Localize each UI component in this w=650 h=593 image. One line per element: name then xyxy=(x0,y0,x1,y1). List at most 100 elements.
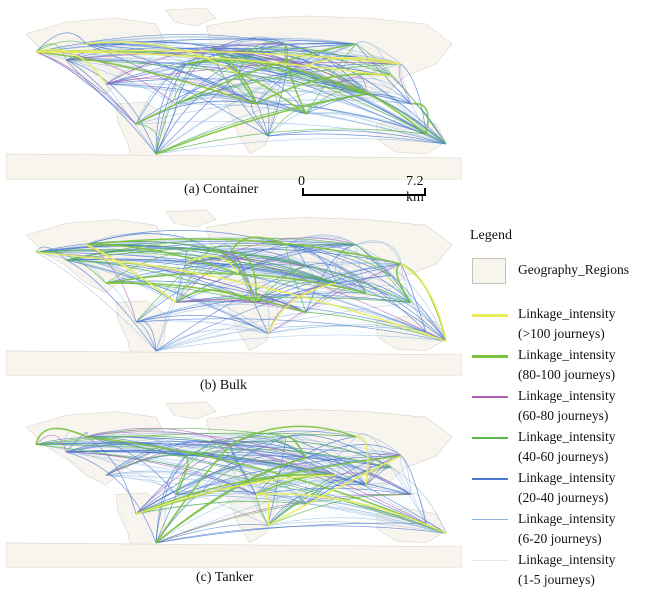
route-line xyxy=(365,292,427,332)
route-line xyxy=(135,123,159,155)
route-line xyxy=(230,252,412,303)
legend-line-swatch xyxy=(472,560,508,561)
route-line xyxy=(175,63,402,105)
route-line xyxy=(230,236,287,253)
legend-line-swatch xyxy=(472,437,508,439)
legend-range: (>100 journeys) xyxy=(518,326,605,341)
route-line xyxy=(237,465,412,495)
route-line xyxy=(155,455,187,543)
route-line xyxy=(105,441,212,476)
route-line xyxy=(135,436,287,515)
route-line xyxy=(210,48,447,145)
route-line xyxy=(285,43,447,145)
route-line xyxy=(105,272,367,294)
route-line xyxy=(155,522,427,544)
route-line xyxy=(390,467,412,495)
route-line xyxy=(155,302,412,352)
legend-range: (80-100 journeys) xyxy=(518,367,616,382)
route-line xyxy=(135,457,307,515)
route-line xyxy=(35,40,87,53)
route-line xyxy=(105,83,412,105)
route-line xyxy=(285,244,307,313)
route-line xyxy=(355,244,412,303)
route-line xyxy=(285,43,367,95)
route-line xyxy=(65,451,447,534)
caption-bulk: (b) Bulk xyxy=(200,378,248,393)
route-line xyxy=(230,248,337,284)
route-line xyxy=(65,451,157,543)
route-line xyxy=(155,494,412,544)
route-line xyxy=(175,90,367,105)
route-line xyxy=(65,59,137,125)
route-line xyxy=(135,249,212,323)
legend-label: Linkage_intensity xyxy=(518,429,616,444)
route-line xyxy=(267,282,337,334)
route-line xyxy=(355,41,392,77)
legend-label: Linkage_intensity xyxy=(518,470,616,485)
route-line xyxy=(395,263,412,304)
route-line xyxy=(210,439,239,466)
route-line xyxy=(105,454,187,476)
route-line xyxy=(285,430,402,457)
route-line xyxy=(267,467,392,526)
route-line xyxy=(155,292,367,352)
route-line xyxy=(210,48,367,95)
route-line xyxy=(410,302,447,342)
scale-tick-left xyxy=(302,188,304,196)
route-line xyxy=(65,36,88,61)
route-line xyxy=(35,427,87,445)
route-line xyxy=(230,47,392,77)
route-line xyxy=(267,474,337,526)
route-line xyxy=(85,37,287,45)
continent-shape xyxy=(165,401,217,420)
route-line xyxy=(135,501,307,515)
route-line xyxy=(255,103,427,135)
legend-item-regions: Geography_Regions xyxy=(470,258,648,288)
route-line xyxy=(230,444,447,534)
route-line xyxy=(335,273,367,294)
route-line xyxy=(105,282,307,313)
route-line xyxy=(210,45,239,75)
route-line xyxy=(175,455,189,495)
route-line xyxy=(35,48,107,85)
route-line xyxy=(210,48,447,145)
route-line xyxy=(35,38,357,53)
route-line xyxy=(135,75,392,125)
route-line xyxy=(85,431,307,459)
route-line xyxy=(135,263,402,323)
legend-item-linkage-2: Linkage_intensity(60-80 journeys) xyxy=(470,388,648,428)
route-line xyxy=(155,302,412,352)
route-line xyxy=(135,444,232,515)
route-line xyxy=(400,263,427,332)
route-line xyxy=(85,436,137,514)
route-line xyxy=(155,103,177,155)
land-masses xyxy=(6,401,462,568)
route-line xyxy=(230,425,357,446)
route-line xyxy=(284,43,307,115)
legend-item-linkage-4: Linkage_intensity(20-40 journeys) xyxy=(470,470,648,510)
route-line xyxy=(135,315,269,334)
route-line xyxy=(175,444,232,495)
route-line xyxy=(355,435,369,486)
route-line xyxy=(255,488,412,495)
route-line xyxy=(35,252,137,323)
route-line xyxy=(267,521,447,534)
route-line xyxy=(105,244,287,284)
route-line xyxy=(65,432,88,453)
route-line xyxy=(35,434,67,453)
route-line xyxy=(335,263,402,284)
route-line xyxy=(85,238,402,265)
route-line xyxy=(285,435,307,459)
route-line xyxy=(155,83,337,155)
route-line xyxy=(135,321,157,352)
route-line xyxy=(305,244,357,313)
route-line xyxy=(65,451,307,505)
route-line xyxy=(35,51,157,155)
route-line xyxy=(105,260,402,284)
route-line xyxy=(135,321,447,342)
route-line xyxy=(285,434,392,468)
legend-label: Linkage_intensity xyxy=(518,388,616,403)
route-line xyxy=(210,48,427,135)
legend-item-linkage-1: Linkage_intensity(80-100 journeys) xyxy=(470,347,648,387)
route-line xyxy=(35,51,257,105)
